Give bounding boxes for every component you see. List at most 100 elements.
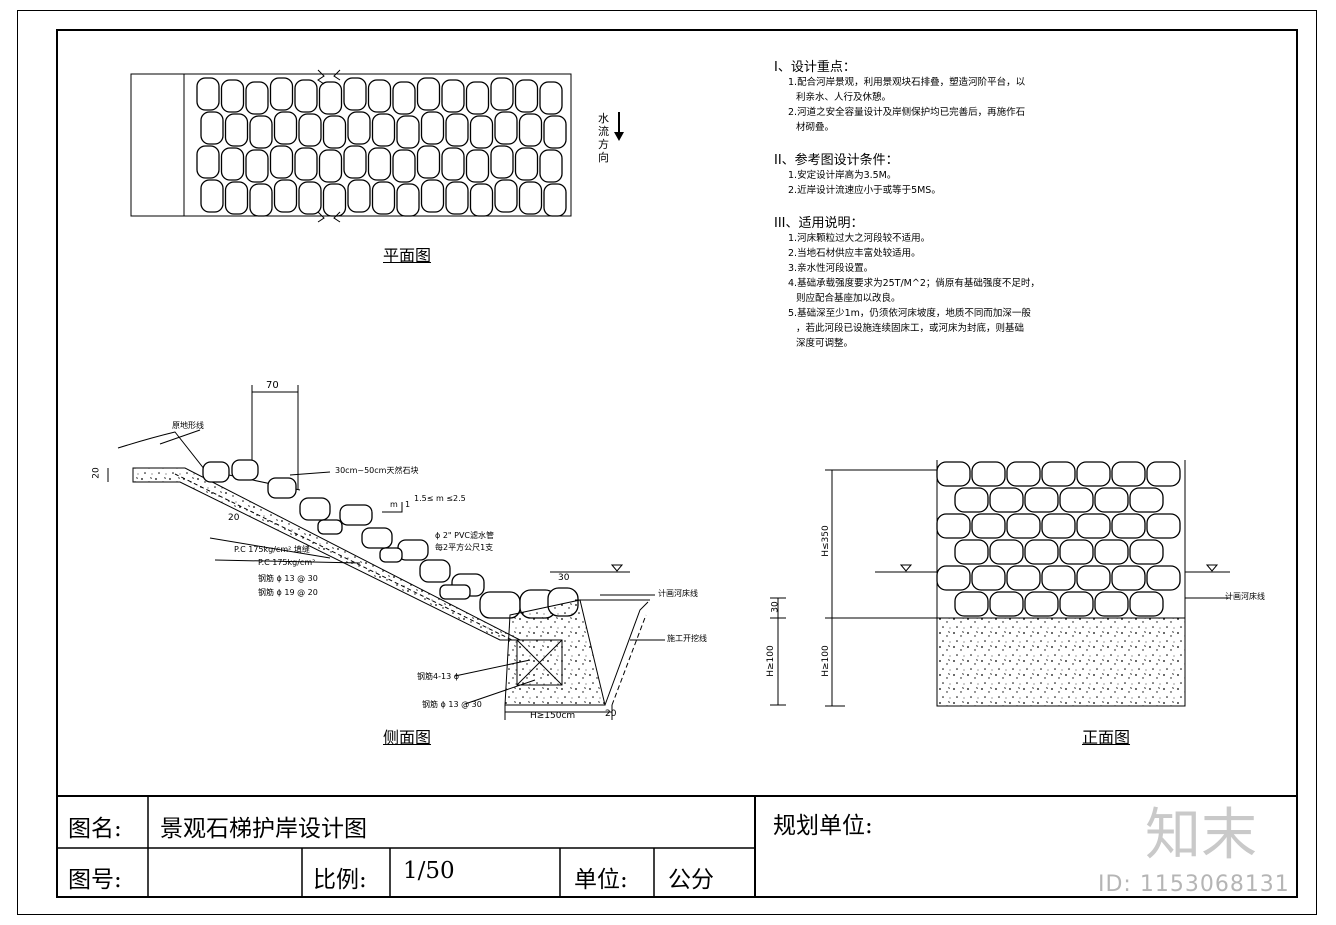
plan-stone (245, 81, 269, 115)
plan-stone (220, 79, 245, 113)
plan-stone (347, 179, 371, 213)
plan-stone (196, 145, 220, 179)
front-stone (1111, 461, 1146, 487)
inner-frame (56, 29, 1298, 898)
front-stone (1111, 513, 1146, 539)
slope-ratio-label: 1.5≤ m ≤2.5 (414, 494, 466, 503)
plan-stone (347, 111, 371, 145)
side-stone (299, 497, 331, 521)
watermark-brand: 知末 (1145, 803, 1257, 868)
plan-stone (249, 115, 273, 149)
front-stone (1111, 565, 1146, 591)
front-stone (954, 591, 989, 617)
side-stone (267, 477, 297, 499)
plan-stone (371, 113, 396, 147)
plan-stone (367, 79, 392, 113)
front-stone (1041, 461, 1076, 487)
plan-stone (543, 183, 567, 217)
front-stone (971, 513, 1006, 539)
notes-item: 4.基础承载强度要求为25T/M^2；倘原有基础强度不足时， (788, 278, 1040, 289)
side-view-title: 侧面图 (383, 728, 432, 747)
side-stones (202, 459, 579, 619)
slope-one-label: 1 (405, 500, 411, 509)
plan-stone (396, 183, 420, 217)
dim-20-bottom: 20 (605, 709, 617, 719)
planner-label: 规划单位: (773, 813, 873, 839)
notes-item: 深度可调整。 (796, 338, 854, 349)
dim-30-right: 30 (770, 601, 781, 613)
plan-stone (518, 113, 543, 147)
notes-section-2-title: II、参考图设计条件： (774, 153, 899, 168)
watermark-id: ID: 1153068131 (1098, 872, 1290, 897)
dim-20-left: 20 (91, 467, 102, 479)
plan-stone (514, 147, 539, 181)
front-view-title: 正面图 (1082, 728, 1131, 747)
ground-line-label: 原地形线 (172, 421, 204, 430)
plan-stone (441, 147, 465, 181)
pc-concrete-label: P.C 175kg/cm² (258, 558, 316, 567)
front-bed-line-label: 计画河床线 (1225, 592, 1265, 601)
front-stone (1006, 565, 1041, 591)
front-stone (1094, 591, 1129, 617)
design-notes: I、设计重点： 1.配合河岸景观，利用景观块石排叠，塑造河阶平台，以 利亲水、人… (774, 56, 1114, 351)
front-stone (1076, 461, 1111, 487)
h350-label: H≤350 (820, 525, 831, 557)
plan-stone (518, 181, 543, 215)
drawing-name-value: 景观石梯护岸设计图 (160, 816, 367, 842)
plan-stone (196, 77, 220, 111)
h100-front-label: H≥100 (820, 645, 831, 677)
front-stone (1146, 513, 1181, 539)
side-stone (361, 527, 393, 549)
side-stone (317, 519, 343, 535)
plan-stone (318, 149, 343, 183)
rebar-13-label: 钢筋 ϕ 13 @ 30 (258, 574, 318, 583)
plan-stone (322, 183, 347, 217)
plan-stone (322, 115, 347, 149)
plan-stone (392, 81, 416, 115)
plan-stone (494, 111, 518, 145)
plan-stone (392, 149, 416, 183)
plan-stone (465, 149, 490, 183)
front-stone (936, 513, 971, 539)
dim-30-top: 30 (558, 573, 570, 583)
front-stone (971, 565, 1006, 591)
plan-stone (298, 113, 322, 147)
pvc-spacing-label: 每2平方公尺1支 (435, 543, 494, 552)
front-stones (936, 461, 1181, 617)
notes-item: 5.基础深至少1m，仍须依河床坡度，地质不同而加深一般 (788, 308, 1031, 319)
front-stone (1024, 539, 1059, 565)
pvc-pipe-label: ϕ 2" PVC滤水管 (435, 531, 495, 540)
plan-stone (469, 115, 494, 149)
plan-stone (490, 145, 514, 179)
front-stone (1024, 487, 1059, 513)
plan-stones (196, 77, 567, 217)
front-stone (1024, 591, 1059, 617)
unit-label: 单位: (574, 867, 628, 893)
side-stone (231, 459, 259, 481)
notes-item: 2.河道之安全容量设计及岸侧保护均已完善后，再施作石 (788, 107, 1026, 118)
plan-view-title: 平面图 (383, 246, 432, 265)
plan-stone (273, 179, 298, 213)
front-stone (1059, 591, 1094, 617)
plan-stone (396, 115, 420, 149)
notes-section-1-title: I、设计重点： (774, 60, 856, 75)
plan-stone (343, 77, 367, 111)
plan-stone (465, 81, 490, 115)
side-stone (202, 461, 230, 483)
front-stone (1146, 461, 1181, 487)
outer-frame (17, 10, 1317, 915)
front-stone (1094, 487, 1129, 513)
plan-stone (200, 179, 224, 213)
h100-side-label: H≥100 (765, 645, 776, 677)
plan-stone (249, 183, 273, 217)
front-stone (936, 565, 971, 591)
plan-stone (269, 145, 294, 179)
stone-size-label: 30cm~50cm天然石块 (335, 466, 419, 475)
front-stone (954, 539, 989, 565)
plan-stone (318, 81, 343, 115)
plan-stone (416, 77, 441, 111)
plan-stone (416, 145, 441, 179)
notes-item: 2.当地石材供应丰富处较适用。 (788, 248, 921, 259)
front-stone (1076, 513, 1111, 539)
front-stone (1059, 539, 1094, 565)
